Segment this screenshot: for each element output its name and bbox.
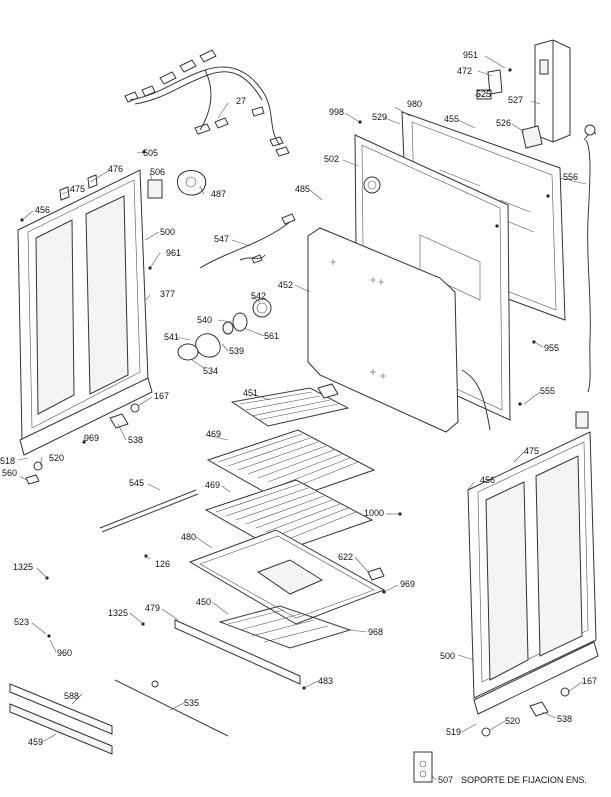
strip-588: [9, 683, 113, 735]
part-label-1000: 1000: [364, 508, 384, 518]
part-label-555: 555: [540, 386, 555, 396]
part-label-505: 505: [143, 148, 158, 158]
part-label-556: 556: [563, 172, 578, 182]
left-side-small-parts: [25, 174, 163, 485]
part-label-523: 523: [14, 617, 29, 627]
part-label-518: 518: [0, 456, 15, 466]
part-label-968: 968: [368, 627, 383, 637]
side-panel-left-500: [17, 169, 153, 456]
part-label-540: 540: [197, 315, 212, 325]
part-label-1325-upper: 1325: [13, 562, 33, 572]
part-label-472: 472: [457, 66, 472, 76]
part-label-520-left: 520: [49, 453, 64, 463]
part-label-534: 534: [203, 366, 218, 376]
oven-rack-469-upper: [206, 429, 376, 503]
side-panel-right-500: [467, 411, 599, 737]
part-label-1325-lower: 1325: [108, 608, 128, 618]
rack-rod-545: [99, 489, 199, 533]
part-label-459: 459: [28, 737, 43, 747]
part-label-538-right: 538: [557, 714, 572, 724]
part-label-456-right: 456: [480, 475, 495, 485]
part-label-455: 455: [444, 114, 459, 124]
thermostat-487: [177, 170, 207, 196]
part-label-535: 535: [184, 698, 199, 708]
part-label-955: 955: [544, 343, 559, 353]
part-label-377: 377: [160, 289, 175, 299]
duct-pipe: [461, 369, 491, 431]
part-label-475-left: 475: [70, 184, 85, 194]
part-label-451: 451: [243, 388, 258, 398]
part-label-527: 527: [508, 95, 523, 105]
oven-bottom-480: [188, 529, 386, 625]
part-label-526: 526: [496, 118, 511, 128]
support-bracket-caption: SOPORTE DE FIJACION ENS.: [461, 775, 587, 785]
part-labels: 951 472 998 980 525 527 529 455 526 27 5…: [0, 50, 597, 785]
part-label-525: 525: [476, 89, 491, 99]
part-label-539: 539: [229, 346, 244, 356]
part-label-969-right: 969: [400, 579, 415, 589]
support-bracket-507: [413, 751, 433, 783]
part-label-167-right: 167: [582, 676, 597, 686]
part-label-500-right: 500: [440, 651, 455, 661]
part-label-529: 529: [372, 112, 387, 122]
wire-harness-27: [124, 49, 290, 157]
part-label-542: 542: [251, 291, 266, 301]
part-label-960: 960: [57, 648, 72, 658]
thermostat-bulb-556: [583, 124, 597, 393]
part-label-519: 519: [446, 727, 461, 737]
door-glass-452: [307, 227, 459, 433]
part-label-545: 545: [129, 478, 144, 488]
part-label-561: 561: [264, 331, 279, 341]
part-label-476: 476: [108, 164, 123, 174]
part-label-479: 479: [145, 603, 160, 613]
part-label-622: 622: [338, 552, 353, 562]
leader-lines: [17, 55, 587, 781]
part-label-469-upper: 469: [206, 429, 221, 439]
part-label-475-right: 475: [524, 446, 539, 456]
part-label-951: 951: [463, 50, 478, 60]
part-label-480: 480: [181, 532, 196, 542]
part-label-961: 961: [166, 248, 181, 258]
part-label-500-left: 500: [160, 227, 175, 237]
part-label-560: 560: [2, 468, 17, 478]
part-label-520-right: 520: [505, 716, 520, 726]
trim-479: [174, 619, 301, 685]
part-label-506: 506: [150, 167, 165, 177]
part-label-27: 27: [236, 96, 246, 106]
part-label-487: 487: [211, 189, 226, 199]
switch-525: [476, 89, 492, 100]
part-label-483: 483: [318, 676, 333, 686]
part-label-538-left: 538: [128, 435, 143, 445]
part-label-126: 126: [155, 559, 170, 569]
part-label-507: 507: [438, 775, 453, 785]
lamp-assembly: [177, 298, 272, 361]
rod-535: [114, 679, 229, 737]
part-label-456-left: 456: [35, 205, 50, 215]
part-label-450: 450: [196, 597, 211, 607]
part-label-452: 452: [278, 280, 293, 290]
part-label-969-left: 969: [84, 433, 99, 443]
rear-bracket-527: [534, 39, 571, 143]
strip-459: [9, 703, 113, 755]
part-label-588: 588: [64, 691, 79, 701]
harness-547: [199, 213, 296, 269]
part-label-547: 547: [214, 234, 229, 244]
part-label-469-lower: 469: [205, 480, 220, 490]
part-label-998: 998: [329, 107, 344, 117]
part-label-485: 485: [295, 184, 310, 194]
switch-526: [521, 125, 543, 149]
broil-element-451: [230, 383, 350, 427]
part-label-502: 502: [324, 154, 339, 164]
part-label-980: 980: [407, 99, 422, 109]
part-label-541: 541: [164, 332, 179, 342]
part-label-167-left: 167: [154, 391, 169, 401]
